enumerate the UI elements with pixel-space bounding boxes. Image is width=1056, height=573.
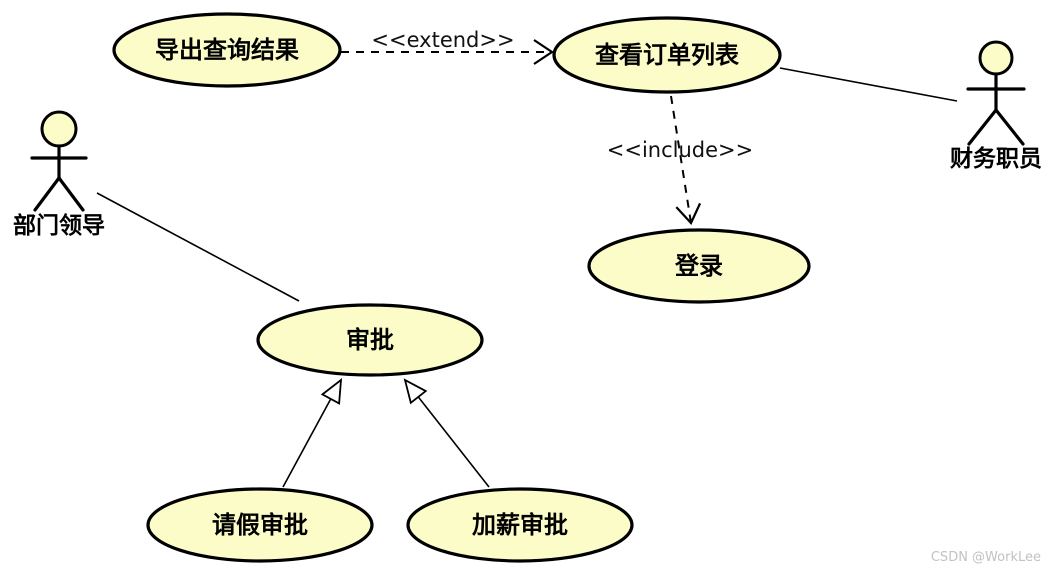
watermark-text: CSDN @WorkLee: [931, 550, 1041, 565]
usecase-label-export-query-results: 导出查询结果: [155, 36, 299, 64]
relation-extend: <<extend>>: [341, 28, 554, 65]
usecase-label-login: 登录: [674, 252, 723, 280]
include-arrow: [670, 95, 702, 225]
usecase-label-leave-approval: 请假审批: [212, 511, 308, 539]
usecase-ellipse: [256, 303, 484, 377]
include-stereotype-label: <<include>>: [607, 138, 753, 162]
usecase-label-approval: 审批: [346, 326, 394, 354]
stick-figure-icon: [966, 40, 1026, 146]
usecase-ellipse: [552, 16, 782, 94]
actor-finance-clerk: 财务职员: [950, 40, 1042, 172]
usecase-label-raise-approval: 加薪审批: [472, 511, 568, 539]
association-department-leader-approval: [96, 192, 300, 302]
usecase-leave-approval: 请假审批: [146, 487, 374, 563]
generalization-raise-approval: [403, 378, 490, 488]
usecase-ellipse: [587, 228, 811, 304]
usecase-ellipse: [146, 487, 374, 563]
usecase-ellipse: [406, 487, 634, 563]
generalization-leave-approval: [282, 378, 343, 488]
usecase-label-view-order-list: 查看订单列表: [595, 41, 740, 69]
actor-label-finance-clerk: 财务职员: [950, 146, 1042, 172]
actor-department-leader: 部门领导: [13, 110, 105, 239]
usecase-login: 登录: [587, 228, 811, 304]
extend-stereotype-label: <<extend>>: [371, 28, 514, 52]
usecase-view-order-list: 查看订单列表: [552, 16, 782, 94]
actor-label-department-leader: 部门领导: [13, 212, 105, 239]
usecase-approval: 审批: [256, 303, 484, 377]
usecase-export-query-results: 导出查询结果: [112, 12, 342, 88]
association-view-order-list-finance-clerk: [779, 67, 958, 102]
relation-include: <<include>>: [607, 95, 753, 225]
usecase-ellipse: [112, 12, 342, 88]
usecase-raise-approval: 加薪审批: [406, 487, 634, 563]
stick-figure-icon: [30, 110, 88, 212]
